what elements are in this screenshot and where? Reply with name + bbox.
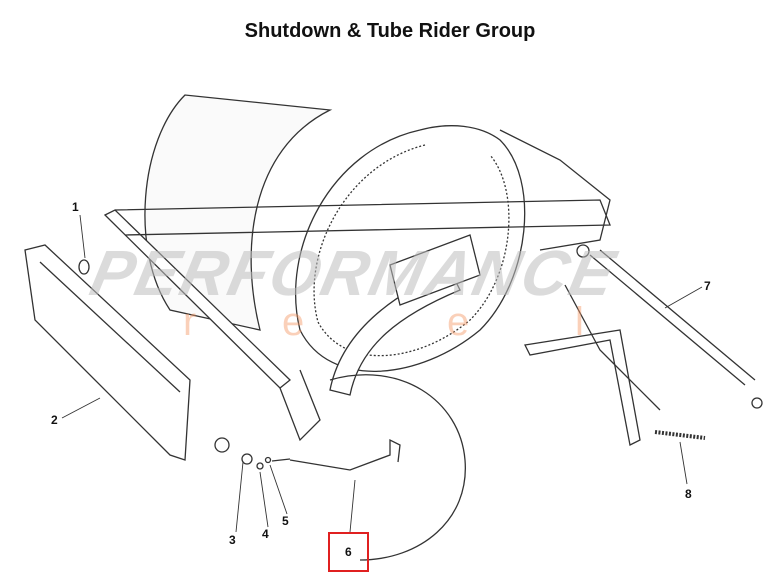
- drum-ring: [295, 125, 526, 372]
- callout-5[interactable]: 5: [282, 514, 289, 528]
- part-8-spring: [654, 430, 706, 440]
- callout-1[interactable]: 1: [72, 200, 79, 214]
- watermark-letter: r: [183, 300, 197, 344]
- part-7-rider: [524, 249, 756, 446]
- callout-2[interactable]: 2: [51, 413, 58, 427]
- watermark-letter: l: [575, 300, 584, 344]
- part-1-spring: [78, 259, 90, 275]
- diagram-title: Shutdown & Tube Rider Group: [244, 20, 536, 42]
- callout-3[interactable]: 3: [229, 533, 236, 547]
- frame-rail: [103, 209, 291, 389]
- part-2-bar: [24, 244, 191, 461]
- part-6-rod: [289, 438, 401, 471]
- watermark-letter: e: [282, 300, 305, 344]
- callout-7[interactable]: 7: [704, 279, 711, 293]
- callout-4[interactable]: 4: [262, 527, 269, 541]
- mixer-drum: [144, 94, 333, 331]
- callout-8[interactable]: 8: [685, 487, 692, 501]
- callout-6[interactable]: 6: [345, 545, 352, 559]
- wheel: [329, 374, 466, 561]
- watermark-brand: PERFORMANCE: [84, 237, 623, 309]
- highlight-box: [328, 532, 369, 572]
- watermark-letter: e: [447, 300, 470, 344]
